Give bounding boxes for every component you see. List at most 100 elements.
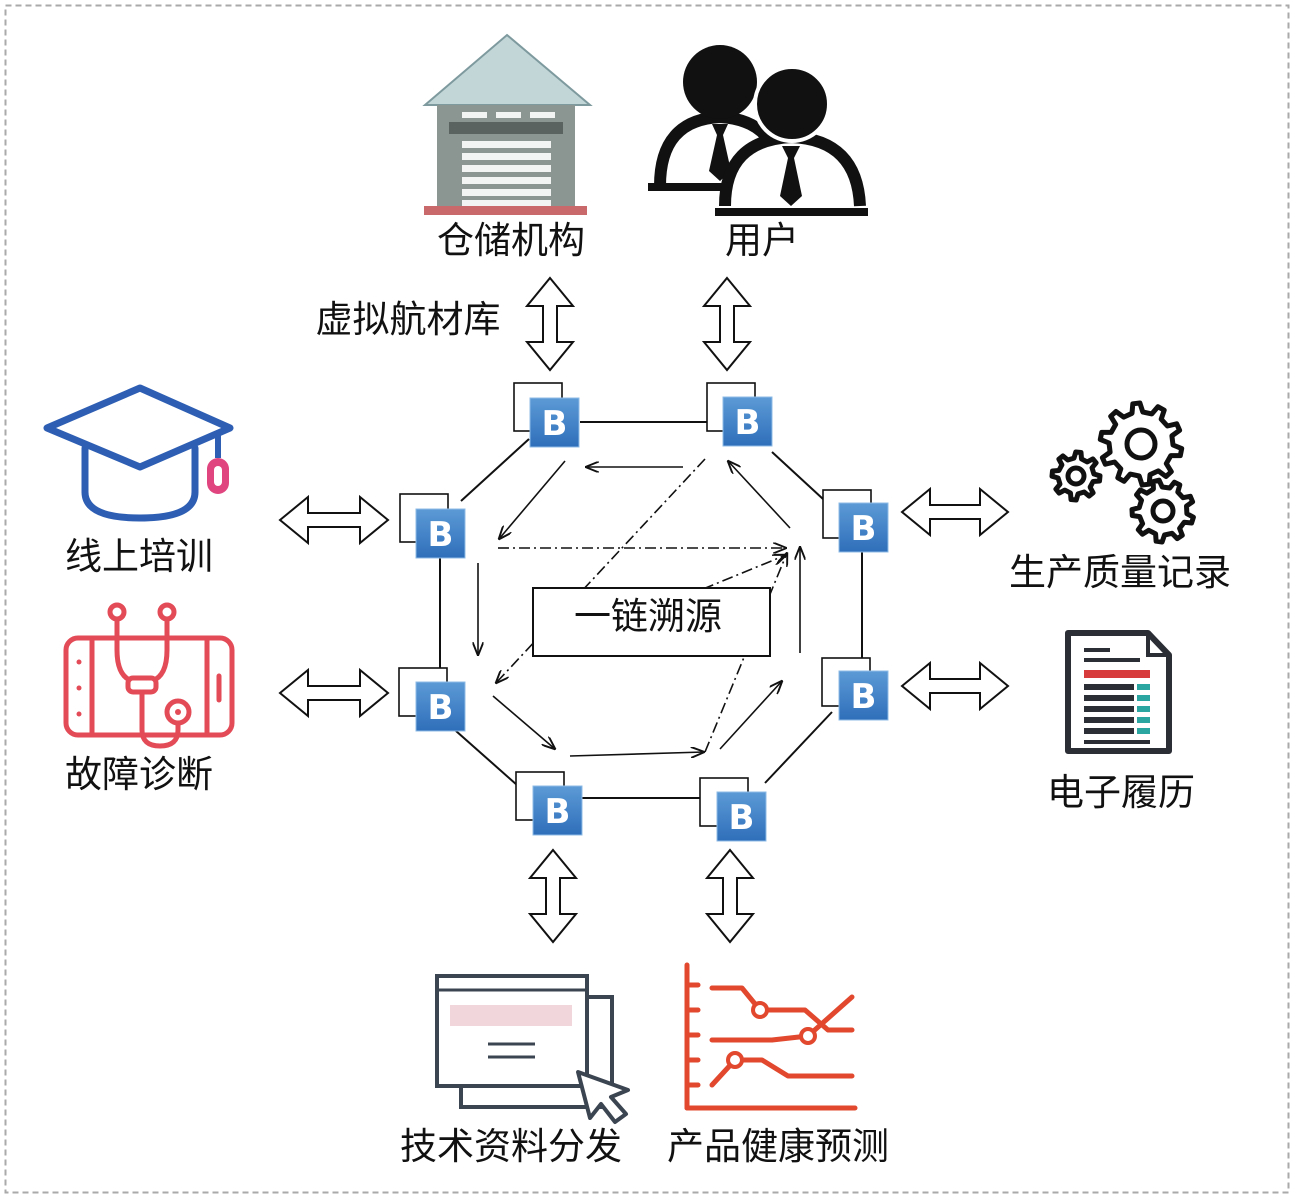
label-warehouse: 仓储机构 <box>437 220 585 262</box>
cap-bowl <box>81 444 199 522</box>
window-front <box>435 974 589 1088</box>
gear-hole <box>1150 498 1176 524</box>
double-arrow-health-prediction <box>704 848 756 944</box>
center-label: 一链溯源 <box>574 596 722 638</box>
label-fault-diagnosis: 故障诊断 <box>65 754 213 796</box>
line-chart-icon <box>684 962 858 1111</box>
double-arrow-electronic-resume <box>900 660 1010 712</box>
window-cursor-icon <box>435 974 630 1124</box>
double-arrow-fault-diagnosis <box>278 667 390 719</box>
warehouse-door-slat <box>462 177 551 184</box>
label-electronic-resume: 电子履历 <box>1047 773 1195 814</box>
cap-tassel-highlight <box>214 466 222 486</box>
stethoscope-earpiece <box>107 602 127 622</box>
person-head <box>753 65 831 143</box>
document-row <box>1084 684 1134 690</box>
blockchain-block-icon <box>532 785 583 836</box>
warehouse-vent <box>530 112 555 118</box>
blockchain-node-top-left: B <box>513 382 580 448</box>
blockchain-node-top-right: B <box>706 382 773 447</box>
warehouse-vent <box>496 112 521 118</box>
warehouse-door-slat <box>462 141 551 148</box>
blockchain-nodes: B B B B B B B <box>398 382 889 842</box>
blockchain-node-bottom-right: B <box>699 777 767 842</box>
tablet-dot <box>76 711 82 717</box>
chart-line <box>709 994 855 1043</box>
warehouse-base <box>424 206 587 215</box>
node-label: B <box>735 403 761 443</box>
gears-icon <box>1049 400 1196 545</box>
warehouse-door-band <box>449 122 563 134</box>
person-head <box>683 45 757 119</box>
label-tech-doc-distribution: 技术资料分发 <box>400 1126 622 1168</box>
document-footer-line <box>1084 740 1150 744</box>
stethoscope-earpiece <box>157 602 177 622</box>
warehouse-door-slat <box>462 189 551 196</box>
tablet-dot <box>76 685 82 691</box>
center-traceability-box: 一链溯源 <box>532 587 771 657</box>
link-top-right <box>771 451 824 500</box>
warehouse-icon <box>422 33 593 215</box>
user-person-front <box>715 65 868 216</box>
node-label: B <box>428 515 454 555</box>
chart-point <box>726 1051 744 1069</box>
flow-arrow <box>569 752 704 756</box>
node-label: B <box>851 509 877 549</box>
flow-arrow <box>499 460 566 539</box>
link-top-left <box>460 438 530 502</box>
warehouse-door-slat <box>462 165 551 172</box>
document-header-bar <box>1084 670 1150 678</box>
window-banner <box>450 1005 572 1026</box>
document-icon <box>1065 630 1172 754</box>
document-row-cell <box>1137 684 1150 690</box>
document-row-cell <box>1137 717 1150 723</box>
flow-arrows <box>478 461 800 756</box>
document-row-cell <box>1137 728 1150 734</box>
stethoscope-tube-main <box>139 689 181 749</box>
label-user: 用户 <box>725 220 799 262</box>
participant-labels: 仓储机构 用户 虚拟航材库 线上培训 故障诊断 生产质量记录 电子履历 技术资料… <box>65 220 1231 1168</box>
double-arrow-tech-docs <box>527 848 579 944</box>
node-label: B <box>542 404 568 444</box>
stethoscope-tablet-icon <box>63 602 235 749</box>
blockchain-block-icon <box>716 791 767 842</box>
warehouse-vent <box>462 112 487 118</box>
node-label: B <box>545 792 571 832</box>
blockchain-node-right-lower: B <box>821 657 889 721</box>
chart-line <box>709 1057 855 1088</box>
flow-arrow <box>719 681 782 750</box>
blockchain-node-bottom-left: B <box>515 771 583 836</box>
blockchain-block-icon <box>415 508 466 559</box>
center-box <box>532 587 771 657</box>
warehouse-door-slat <box>462 153 551 160</box>
double-arrow-user <box>701 276 753 372</box>
blockchain-node-left-lower: B <box>398 667 466 732</box>
node-label: B <box>428 688 454 728</box>
double-arrow-warehouse <box>524 276 576 372</box>
tie-icon <box>709 124 731 181</box>
blockchain-block-icon <box>838 670 889 721</box>
cursor-icon <box>576 1070 630 1124</box>
exchange-arrows <box>278 276 1010 944</box>
octagon-links <box>439 421 863 799</box>
document-row <box>1084 728 1134 734</box>
stethoscope-chestpiece-center <box>175 709 181 715</box>
blockchain-block-icon <box>838 502 889 553</box>
document-heading-line <box>1084 658 1140 662</box>
document-row-cell <box>1137 706 1150 712</box>
tablet-dot <box>76 659 82 665</box>
label-virtual-parts-store: 虚拟航材库 <box>316 299 501 341</box>
flow-arrow <box>728 461 791 529</box>
chart-point <box>799 1027 817 1045</box>
warehouse-door-slat <box>462 200 551 206</box>
chart-line <box>709 985 855 1033</box>
document-row <box>1084 695 1134 701</box>
node-label: B <box>851 677 877 717</box>
double-arrow-production-quality <box>900 486 1010 538</box>
document-fold <box>1146 633 1169 657</box>
chart-point <box>751 1001 769 1019</box>
gear-hole <box>1124 427 1158 461</box>
document-row <box>1084 706 1134 712</box>
document-row-cell <box>1137 695 1150 701</box>
cap-board <box>43 384 234 471</box>
